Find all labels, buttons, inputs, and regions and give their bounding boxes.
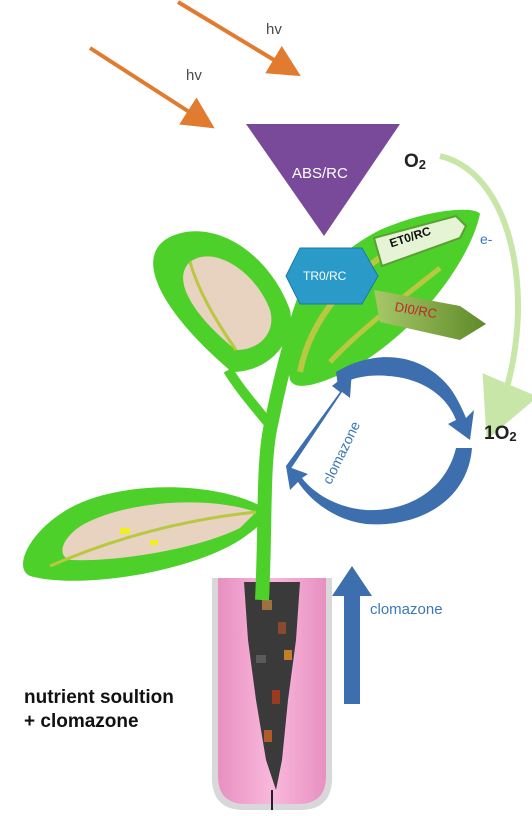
oxygen-label: O2 (404, 151, 427, 172)
cycle-arc-bottom (286, 448, 472, 525)
tr0-hexagon (285, 247, 379, 305)
cycle-arrow-up (286, 370, 352, 470)
clomazone-root-label: clomazone (370, 601, 443, 618)
abs-triangle (246, 124, 400, 236)
nutrient-solution-label: nutrient soultion + clomazone (24, 687, 174, 732)
cycle-arc-top (336, 357, 474, 440)
root-uptake-arrow (332, 566, 372, 704)
photon-arrow-1 (176, 0, 301, 77)
di0-arrow (374, 290, 486, 340)
roots (244, 582, 300, 810)
et0-arrow (372, 214, 468, 268)
abs-label: ABS/RC (292, 165, 348, 182)
photon-arrow-2 (88, 46, 215, 129)
stem-branch (223, 367, 278, 434)
electron-label: e- (480, 231, 493, 247)
oxygen-to-singlet-arc (439, 153, 532, 441)
photon-label-2: hv (186, 67, 202, 84)
tr0-label: TR0/RC (303, 269, 347, 283)
photon-label-1: hv (266, 21, 282, 38)
singlet-oxygen-label: 1O2 (484, 423, 517, 444)
plant (23, 209, 480, 601)
